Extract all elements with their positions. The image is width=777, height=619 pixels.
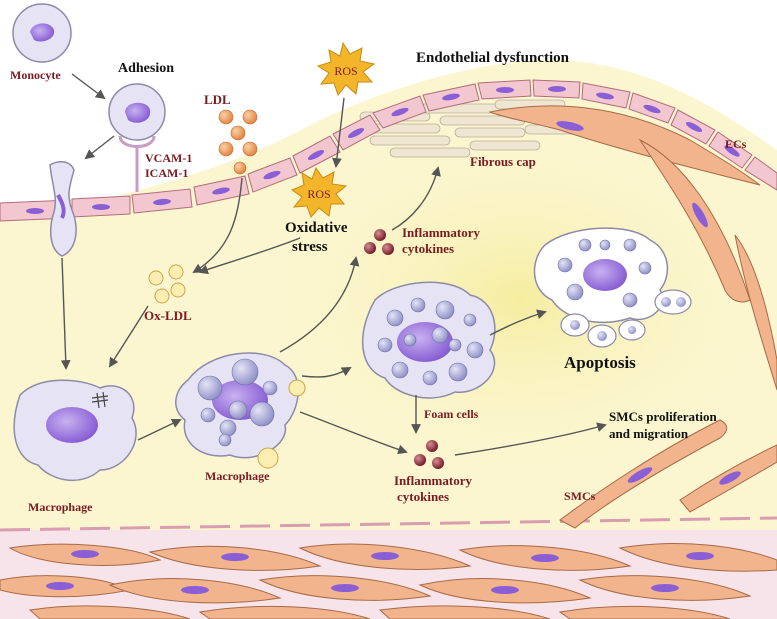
smcs-label: SMCs [564, 489, 596, 503]
adhesion-molecules [118, 135, 156, 192]
macrophage-left-label: Macrophage [28, 500, 93, 514]
oxidative-label: Oxidative [285, 220, 348, 236]
transmigrating-monocyte [49, 160, 77, 257]
ldl-label: LDL [204, 92, 231, 107]
ldl-particles [218, 109, 258, 175]
ox-ldl-label: Ox-LDL [144, 308, 192, 323]
arrows [60, 73, 607, 456]
migrating-smcs [559, 419, 777, 529]
smcs-proliferation-label: SMCs proliferation [609, 409, 717, 424]
monocyte [12, 3, 72, 63]
fibrous-cap-label: Fibrous cap [470, 154, 536, 169]
apoptosis-label: Apoptosis [564, 353, 636, 372]
cap-smcs [488, 105, 777, 391]
and-migration-label: and migration [609, 426, 689, 441]
media-smc-nuclei [46, 550, 714, 594]
ox-ldl-particles [148, 264, 186, 304]
foam-cell [362, 281, 496, 399]
cytokines-bottom-label: cytokines [397, 489, 449, 504]
macrophage-mid [175, 352, 306, 469]
inflammatory-bottom-label: Inflammatory [394, 473, 472, 488]
icam-label: ICAM-1 [145, 166, 189, 180]
vcam-label: VCAM-1 [145, 151, 193, 165]
endothelial-nuclei [26, 86, 740, 214]
foam-cells-label: Foam cells [424, 407, 479, 421]
ros-mid-label: ROS [307, 187, 331, 201]
apoptotic-cell [533, 227, 692, 348]
inflammatory-top-label: Inflammatory [402, 225, 480, 240]
ros-star-mid [290, 166, 348, 218]
cytokines-bottom [414, 440, 444, 469]
monocyte-label: Monocyte [10, 68, 61, 82]
ros-star-top [316, 41, 376, 97]
endothelial-dysfunction-label: Endothelial dysfunction [416, 50, 569, 66]
macrophage-left [13, 379, 137, 482]
stress-label: stress [292, 239, 328, 255]
plaque-glow [260, 120, 777, 480]
macrophage-mid-label: Macrophage [205, 469, 270, 483]
internal-elastic-lamina [0, 516, 777, 532]
cytokines-top [364, 229, 394, 255]
adhering-monocyte [108, 83, 166, 141]
ecs-label: ECs [725, 137, 747, 151]
ros-top-label: ROS [334, 64, 358, 78]
adhesion-label: Adhesion [118, 61, 175, 76]
cytokines-top-label: cytokines [402, 241, 454, 256]
